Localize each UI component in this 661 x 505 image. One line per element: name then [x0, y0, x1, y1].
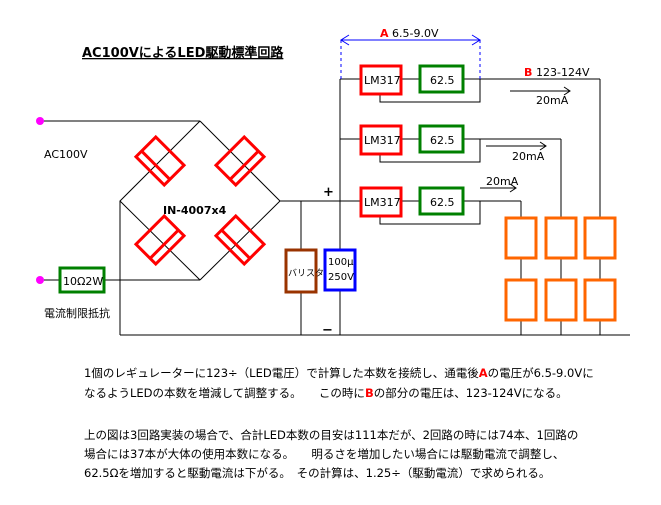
stage-3: LM317 62.5: [359, 186, 521, 225]
current-label-2: 20mA: [512, 150, 545, 163]
dimension-b-range: 123-124V: [536, 66, 590, 79]
regulator-3-label: LM317: [364, 196, 401, 209]
bridge-rectifier: [133, 134, 267, 267]
capacitor-voltage: 250V: [328, 272, 354, 283]
desc-1-letter: A: [478, 366, 488, 380]
resistor-625-3-label: 62.5: [430, 196, 455, 209]
varistor: [284, 248, 318, 294]
resistor-625-1-label: 62.5: [430, 74, 455, 87]
led-block-1a: [504, 216, 538, 260]
ac-terminal-top: [36, 117, 44, 125]
desc-2b: の部分の電圧は、123-124Vになる。: [373, 386, 568, 400]
input-wiring: [40, 78, 630, 336]
regulator-3: [359, 186, 403, 218]
varistor-label: バリスター: [288, 268, 333, 279]
description-line-2: なるようLEDの本数を増減して調整する。 この時にBの部分の電圧は、123-12…: [84, 384, 568, 403]
minus-sign: −: [322, 323, 333, 338]
desc-2-letter: B: [364, 386, 374, 400]
current-label-3: 20mA: [486, 175, 519, 188]
led-block-3b: [583, 278, 617, 322]
description-line-1: 1個のレギュレーターに123÷（LED電圧）で計算した本数を接続し、通電後Aの電…: [84, 364, 594, 383]
dimension-a-range: 6.5-9.0V: [392, 27, 439, 40]
led-block-2a: [544, 216, 578, 260]
current-label-1: 20mA: [536, 94, 569, 107]
regulator-stages: LM317 62.5 LM317 62.5 LM317 62.5: [359, 64, 600, 225]
led-wiring: [520, 79, 601, 335]
diode-label: IN-4007x4: [163, 204, 227, 217]
resistor-625-2-label: 62.5: [430, 134, 455, 147]
diode-bottom-right: [213, 213, 267, 267]
regulator-1-label: LM317: [364, 74, 401, 87]
regulator-1: [359, 64, 403, 96]
stage-2: LM317 62.5: [359, 124, 561, 163]
limit-resistor-label: 電流制限抵抗: [44, 306, 110, 320]
dimension-b-letter: B: [524, 66, 532, 79]
resistor-625-1: [418, 64, 465, 94]
limit-resistor-value: 10Ω2W: [63, 275, 103, 288]
diode-top-right: [213, 134, 267, 188]
regulator-2: [359, 124, 403, 156]
ac-terminal-bottom: [36, 276, 44, 284]
desc-1a: 1個のレギュレーターに123÷（LED電圧）で計算した本数を接続し、通電後: [84, 366, 479, 380]
capacitor-value: 100μ: [328, 257, 354, 268]
regulator-2-label: LM317: [364, 134, 401, 147]
led-array: [504, 216, 617, 322]
diode-bottom-left: [133, 213, 187, 267]
dimension-a: A 6.5-9.0V: [340, 27, 481, 79]
ac-input-label: AC100V: [44, 148, 88, 161]
current-arrows: 20mA 20mA 20mA: [480, 86, 571, 193]
resistor-625-2: [418, 124, 465, 154]
led-block-1b: [504, 278, 538, 322]
stage-1: LM317 62.5: [359, 64, 600, 103]
description-line-4: 場合には37本が大体の使用本数になる。 明るさを増加したい場合には駆動電流で調整…: [84, 447, 565, 461]
description-line-5: 62.5Ωを増加すると駆動電流は下がる。 その計算は、1.25÷（駆動電流）で求…: [84, 466, 551, 480]
diode-top-left: [133, 134, 187, 188]
description-line-3: 上の図は3回路実装の場合で、合計LED本数の目安は111本だが、2回路の時には7…: [84, 428, 579, 442]
capacitor: [323, 248, 357, 292]
led-block-3a: [583, 216, 617, 260]
desc-2a: なるようLEDの本数を増減して調整する。 この時に: [84, 386, 365, 400]
limit-resistor: [58, 266, 106, 294]
plus-sign: +: [323, 185, 334, 200]
dimension-a-letter: A: [380, 27, 389, 40]
resistor-625-3: [418, 186, 465, 216]
led-block-2b: [544, 278, 578, 322]
page-title: AC100VによるLED駆動標準回路: [82, 45, 284, 61]
desc-1b: の電圧が6.5-9.0Vに: [487, 366, 594, 380]
